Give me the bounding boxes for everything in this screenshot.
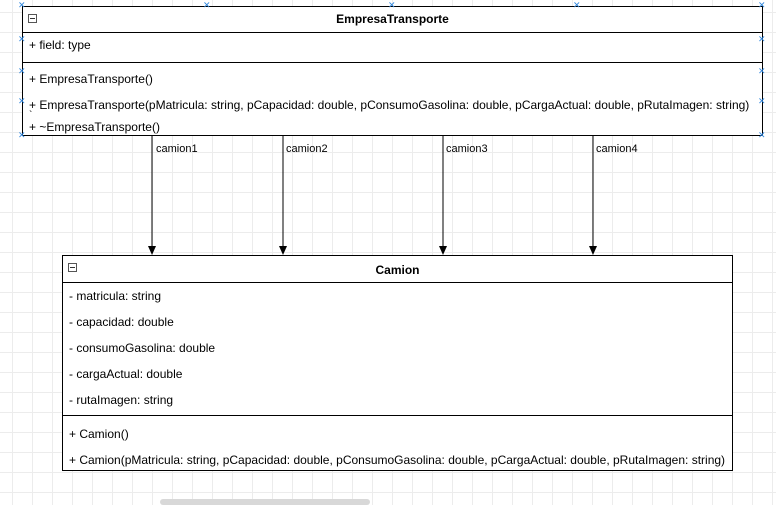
association-camion1[interactable] <box>148 136 156 255</box>
method-item[interactable]: + Camion(pMatricula: string, pCapacidad:… <box>69 453 726 467</box>
arrowhead-camion4 <box>589 246 597 255</box>
arrowhead-camion1 <box>148 246 156 255</box>
selection-handle-icon[interactable]: ✕ <box>18 0 26 10</box>
selection-handle-icon[interactable]: ✕ <box>758 66 766 76</box>
divider <box>63 415 732 416</box>
class-header: Camion <box>63 256 732 282</box>
selection-handle-icon[interactable]: ✕ <box>18 130 26 140</box>
field-item[interactable]: - matricula: string <box>69 289 162 303</box>
collapse-icon[interactable] <box>28 14 37 23</box>
divider <box>63 282 732 283</box>
field-item[interactable]: - cargaActual: double <box>69 367 183 381</box>
selection-handle-icon[interactable]: ✕ <box>573 0 581 10</box>
association-label-camion4[interactable]: camion4 <box>596 143 638 155</box>
selection-handle-icon[interactable]: ✕ <box>203 0 211 10</box>
method-item[interactable]: + EmpresaTransporte() <box>29 72 153 86</box>
horizontal-scrollbar[interactable] <box>0 499 776 505</box>
field-item[interactable]: - rutaImagen: string <box>69 393 174 407</box>
association-camion2[interactable] <box>279 136 287 255</box>
collapse-icon[interactable] <box>68 263 77 272</box>
field-item[interactable]: + field: type <box>29 38 91 52</box>
scrollbar-thumb[interactable] <box>160 499 370 505</box>
method-item[interactable]: + EmpresaTransporte(pMatricula: string, … <box>29 98 750 112</box>
field-item[interactable]: - consumoGasolina: double <box>69 341 216 355</box>
association-label-camion2[interactable]: camion2 <box>286 143 328 155</box>
selection-handle-icon[interactable]: ✕ <box>758 96 766 106</box>
association-label-camion1[interactable]: camion1 <box>156 143 198 155</box>
class-header: EmpresaTransporte <box>23 7 762 32</box>
selection-handle-icon[interactable]: ✕ <box>388 0 396 10</box>
selection-handle-icon[interactable]: ✕ <box>18 96 26 106</box>
method-item[interactable]: + ~EmpresaTransporte() <box>29 120 160 134</box>
selection-handle-icon[interactable]: ✕ <box>758 34 766 44</box>
stray-character: ` <box>29 110 33 121</box>
divider <box>23 62 762 63</box>
association-label-camion3[interactable]: camion3 <box>446 143 488 155</box>
field-item[interactable]: - capacidad: double <box>69 315 174 329</box>
class-camion[interactable]: Camion - matricula: string - capacidad: … <box>62 255 733 471</box>
class-name: Camion <box>375 263 420 277</box>
arrowhead-camion3 <box>439 246 447 255</box>
class-name: EmpresaTransporte <box>336 12 449 26</box>
method-item[interactable]: + Camion() <box>69 427 129 441</box>
class-empresatransporte[interactable]: EmpresaTransporte + field: type + Empres… <box>22 6 763 136</box>
selection-handle-icon[interactable]: ✕ <box>18 66 26 76</box>
selection-handle-icon[interactable]: ✕ <box>758 130 766 140</box>
selection-handle-icon[interactable]: ✕ <box>758 0 766 10</box>
association-camion4[interactable] <box>589 136 597 255</box>
association-camion3[interactable] <box>439 136 447 255</box>
divider <box>23 32 762 33</box>
arrowhead-camion2 <box>279 246 287 255</box>
selection-handle-icon[interactable]: ✕ <box>18 34 26 44</box>
